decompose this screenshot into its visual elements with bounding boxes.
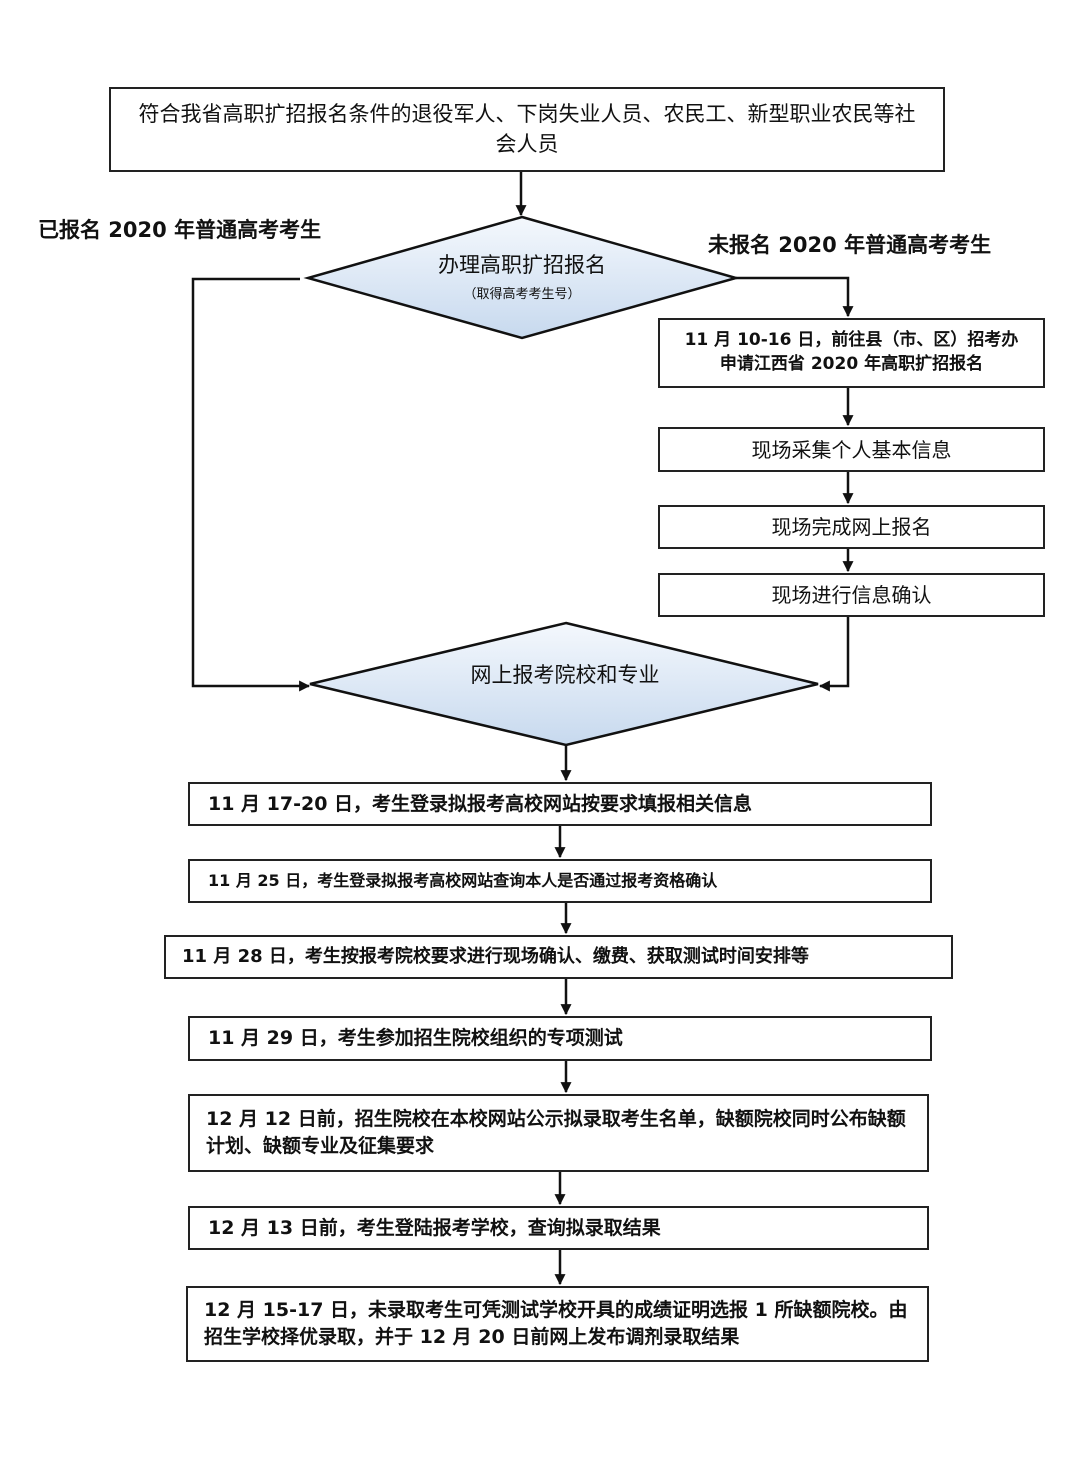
register-diamond-subtitle: （取得高考考生号） [463, 287, 581, 302]
start-box: 符合我省高职扩招报名条件的退役军人、下岗失业人员、农民工、新型职业农民等社会人员 [109, 87, 945, 172]
right-step-2: 现场采集个人基本信息 [658, 427, 1045, 472]
right-step-2-text: 现场采集个人基本信息 [751, 437, 952, 462]
main-step-6: 12 月 13 日前，考生登陆报考学校，查询拟录取结果 [188, 1206, 929, 1250]
apply-diamond-title: 网上报考院校和专业 [470, 663, 660, 687]
arrow-register-to-right-branch [736, 276, 854, 318]
main-step-7: 12 月 15-17 日，未录取考生可凭测试学校开具的成绩证明选报 1 所缺额院… [186, 1286, 929, 1362]
main-step-2: 11 月 25 日，考生登录拟报考高校网站查询本人是否通过报考资格确认 [188, 859, 932, 903]
right-step-3: 现场完成网上报名 [658, 505, 1045, 549]
arrow-left-branch-to-apply [191, 277, 311, 692]
main-step-3-text: 11 月 28 日，考生按报考院校要求进行现场确认、缴费、获取测试时间安排等 [182, 946, 809, 968]
main-step-6-text: 12 月 13 日前，考生登陆报考学校，查询拟录取结果 [208, 1216, 661, 1239]
right-step-3-text: 现场完成网上报名 [771, 515, 932, 539]
main-step-3: 11 月 28 日，考生按报考院校要求进行现场确认、缴费、获取测试时间安排等 [164, 935, 953, 979]
branch-right-label: 未报名 2020 年普通高考考生 [708, 233, 992, 257]
main-step-4-text: 11 月 29 日，考生参加招生院校组织的专项测试 [208, 1027, 623, 1050]
right-step-4-text: 现场进行信息确认 [771, 583, 932, 607]
branch-left-label: 已报名 2020 年普通高考考生 [38, 218, 322, 242]
main-step-5: 12 月 12 日前，招生院校在本校网站公示拟录取考生名单，缺额院校同时公布缺额… [188, 1094, 929, 1172]
main-step-2-text: 11 月 25 日，考生登录拟报考高校网站查询本人是否通过报考资格确认 [208, 870, 718, 890]
right-step-1-text: 11 月 10-16 日，前往县（市、区）招考办申请江西省 2020 年高职扩招… [684, 330, 1019, 374]
right-step-4: 现场进行信息确认 [658, 573, 1045, 617]
main-step-7-text: 12 月 15-17 日，未录取考生可凭测试学校开具的成绩证明选报 1 所缺额院… [204, 1299, 908, 1348]
main-step-1: 11 月 17-20 日，考生登录拟报考高校网站按要求填报相关信息 [188, 782, 932, 826]
start-box-text: 符合我省高职扩招报名条件的退役军人、下岗失业人员、农民工、新型职业农民等社会人员 [138, 102, 916, 156]
arrow-right-branch-to-apply [818, 617, 850, 692]
main-step-5-text: 12 月 12 日前，招生院校在本校网站公示拟录取考生名单，缺额院校同时公布缺额… [206, 1108, 906, 1157]
main-step-1-text: 11 月 17-20 日，考生登录拟报考高校网站按要求填报相关信息 [208, 792, 753, 815]
right-step-1: 11 月 10-16 日，前往县（市、区）招考办申请江西省 2020 年高职扩招… [658, 318, 1045, 388]
register-diamond-title: 办理高职扩招报名 [438, 253, 606, 277]
main-step-4: 11 月 29 日，考生参加招生院校组织的专项测试 [188, 1016, 932, 1061]
register-diamond-shape [303, 215, 741, 340]
